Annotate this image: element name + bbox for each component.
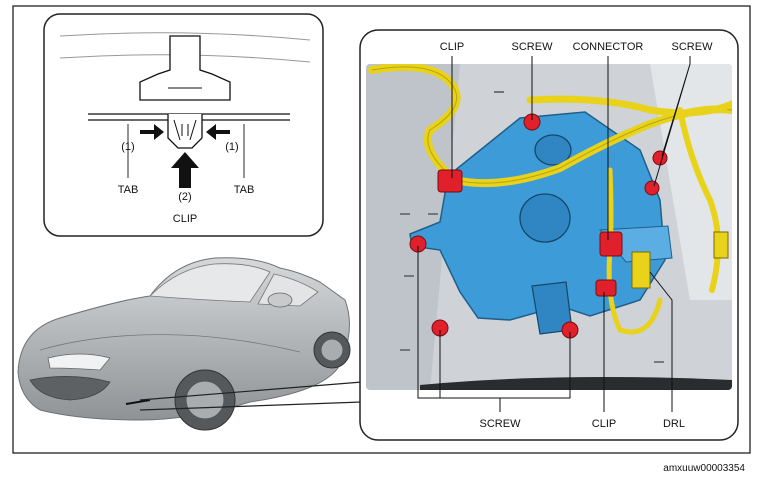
car-rear-wheel-rim xyxy=(320,338,344,362)
label-screw-top-right: SCREW xyxy=(672,41,714,53)
detail-inset: CLIP SCREW CONNECTOR SCREW SCREW CLIP DR… xyxy=(359,29,739,441)
clip-head xyxy=(139,35,231,101)
panel-curve-top xyxy=(59,32,311,41)
clip-inset: (1) (1) (2) TAB TAB CLIP xyxy=(43,13,324,237)
press-arrow-left xyxy=(140,124,164,140)
lamp-bulb-socket-upper xyxy=(534,134,572,166)
panel-right-shade xyxy=(650,64,732,300)
panel-fasteners xyxy=(400,91,664,363)
callout-line-lower xyxy=(139,401,363,411)
label-drl: DRL xyxy=(663,418,685,430)
clip-caption: CLIP xyxy=(173,213,197,225)
connector-marker xyxy=(599,231,623,257)
step-2-label: (2) xyxy=(178,191,191,203)
screw-marker-right-1 xyxy=(652,150,668,166)
label-clip-top: CLIP xyxy=(440,41,464,53)
clip-legs xyxy=(173,119,197,141)
car-grille xyxy=(29,376,111,401)
connector-body xyxy=(713,231,729,259)
callout-line-upper xyxy=(139,381,363,401)
step-1-left-label: (1) xyxy=(121,141,134,153)
label-screw-bottom: SCREW xyxy=(480,418,522,430)
leader-screw-bottom xyxy=(417,246,571,412)
panel-lower-edge xyxy=(420,376,732,390)
leader-screw-top-right xyxy=(653,56,691,187)
drl-unit xyxy=(631,251,651,289)
screw-marker-right-2 xyxy=(644,180,660,196)
harness-upper-outline xyxy=(371,66,732,184)
step-1-right-label: (1) xyxy=(225,141,238,153)
lamp-bulb-socket-lower xyxy=(519,193,571,243)
harness-right xyxy=(677,107,721,293)
leader-lines xyxy=(417,56,691,412)
leader-drl xyxy=(649,271,673,412)
drl-marker xyxy=(125,399,151,405)
fastener-markers xyxy=(409,113,668,339)
label-screw-top-left: SCREW xyxy=(512,41,554,53)
clip-marker-top xyxy=(437,169,463,193)
figure-id: amxuuw00003354 xyxy=(663,463,745,474)
car-hood-line xyxy=(39,334,301,353)
car-front-wheel-rim xyxy=(185,380,225,420)
tab-left-label: TAB xyxy=(118,184,139,196)
harness-top xyxy=(526,95,732,117)
car-headlamp xyxy=(47,353,111,371)
press-arrow-right xyxy=(206,124,230,140)
car-mirror xyxy=(267,292,293,308)
car-windshield xyxy=(149,263,271,303)
tab-right-label: TAB xyxy=(234,184,255,196)
pull-arrow-up xyxy=(171,152,199,188)
label-connector: CONNECTOR xyxy=(573,41,644,53)
clip-marker-bottom xyxy=(595,279,617,297)
label-clip-bottom: CLIP xyxy=(592,418,616,430)
panel-shade xyxy=(366,64,460,390)
car-illustration xyxy=(17,257,351,431)
clip-body xyxy=(167,114,203,149)
